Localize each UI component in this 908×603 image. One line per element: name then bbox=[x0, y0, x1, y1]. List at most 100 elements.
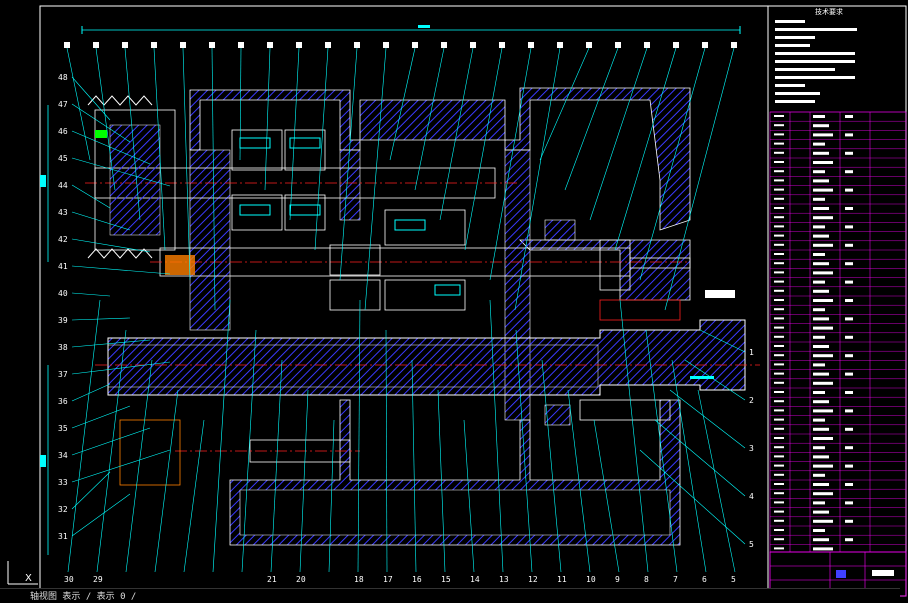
leader-line bbox=[71, 184, 111, 209]
bom-cell-text bbox=[845, 464, 853, 468]
leader-line bbox=[71, 157, 171, 187]
bom-cell-text bbox=[774, 446, 784, 449]
leader-line bbox=[67, 299, 101, 573]
bom-cell-text bbox=[774, 391, 784, 393]
bom-cell-text bbox=[774, 161, 784, 163]
leader-line bbox=[654, 419, 746, 497]
bom-cell-text bbox=[774, 308, 784, 311]
bom-cell-text bbox=[845, 262, 853, 266]
top-part-marker bbox=[354, 42, 360, 48]
part-number-label: 43 bbox=[58, 208, 68, 217]
bom-cell-text bbox=[774, 400, 784, 403]
bom-cell-text bbox=[813, 547, 833, 551]
leader-line bbox=[95, 47, 116, 191]
bom-cell-text bbox=[813, 427, 829, 431]
bom-cell-text bbox=[774, 409, 784, 412]
bom-cell-text bbox=[845, 391, 853, 394]
part-number-label: 21 bbox=[267, 575, 277, 584]
bom-cell-text bbox=[774, 326, 784, 329]
part-number-label: 32 bbox=[58, 505, 68, 514]
bom-cell-text bbox=[774, 529, 784, 531]
bom-cell-text bbox=[813, 115, 825, 118]
bom-cell-text bbox=[813, 345, 829, 348]
bom-cell-text bbox=[774, 317, 784, 320]
top-part-marker bbox=[441, 42, 447, 48]
leader-line bbox=[154, 389, 179, 573]
leader-line bbox=[389, 47, 416, 161]
bom-cell-text bbox=[813, 510, 829, 514]
bom-cell-text bbox=[813, 446, 825, 450]
part-number-label: 5 bbox=[731, 575, 736, 584]
bom-cell-text bbox=[845, 243, 853, 247]
top-part-marker bbox=[528, 42, 534, 48]
leader-line bbox=[71, 317, 131, 321]
bom-cell-text bbox=[774, 354, 784, 357]
part-number-label: 8 bbox=[644, 575, 649, 584]
top-dimension bbox=[81, 25, 741, 34]
bom-cell-text bbox=[813, 262, 829, 266]
top-part-marker bbox=[151, 42, 157, 48]
leader-line bbox=[182, 47, 191, 281]
bom-cell-text bbox=[813, 409, 833, 413]
bom-cell-text bbox=[774, 363, 784, 366]
bom-cell-text bbox=[774, 170, 784, 173]
bom-cell-text bbox=[774, 464, 784, 467]
bom-cell-text bbox=[774, 133, 784, 136]
bom-cell-text bbox=[813, 464, 833, 468]
leader-line bbox=[671, 359, 707, 573]
leader-line bbox=[514, 47, 561, 311]
ucs-icon: X bbox=[3, 559, 43, 589]
leader-line bbox=[645, 329, 678, 573]
bom-cell-text bbox=[813, 142, 825, 146]
bom-cell-text bbox=[813, 381, 833, 385]
bom-cell-text bbox=[813, 234, 829, 238]
top-part-marker bbox=[470, 42, 476, 48]
bom-cell-text bbox=[774, 547, 784, 550]
command-line-bar[interactable]: 轴视图 表示 / 表示 0 / bbox=[0, 588, 900, 603]
bom-cell-text bbox=[845, 446, 853, 450]
bom-cell-text bbox=[813, 280, 825, 284]
top-part-marker bbox=[615, 42, 621, 48]
part-number-label: 46 bbox=[58, 127, 68, 136]
part-number-label: 34 bbox=[58, 451, 68, 460]
bom-cell-text bbox=[813, 335, 825, 339]
gear-blocks bbox=[119, 129, 681, 486]
bom-cell-text bbox=[774, 151, 784, 154]
gearbox-housing bbox=[189, 87, 691, 546]
leader-line bbox=[71, 405, 131, 429]
bom-cell-text bbox=[845, 409, 853, 413]
part-number-label: 17 bbox=[383, 575, 393, 584]
bom-cell-text bbox=[813, 372, 829, 376]
bom-cell-text bbox=[813, 363, 825, 367]
leader-line bbox=[684, 359, 746, 401]
bom-cell-text bbox=[774, 253, 784, 255]
part-number-label: 3 bbox=[749, 444, 754, 453]
leader-line bbox=[124, 47, 141, 221]
leader-line bbox=[270, 359, 283, 573]
leader-line bbox=[664, 47, 735, 311]
part-number-label: 39 bbox=[58, 316, 68, 325]
part-number-label: 5 bbox=[749, 540, 754, 549]
bom-cell-text bbox=[845, 280, 853, 284]
leader-line bbox=[241, 329, 257, 573]
bom-cell-text bbox=[813, 124, 829, 128]
leader-line bbox=[71, 238, 151, 253]
leader-line bbox=[71, 339, 151, 348]
part-number-label: 44 bbox=[58, 181, 68, 190]
leader-line bbox=[71, 361, 171, 375]
bom-cell-text bbox=[813, 271, 833, 275]
leader-line bbox=[71, 493, 131, 537]
leader-line bbox=[593, 419, 620, 573]
bom-cell-text bbox=[774, 216, 784, 219]
top-part-marker bbox=[586, 42, 592, 48]
bom-cell-text bbox=[845, 225, 853, 229]
leader-line bbox=[71, 471, 111, 510]
bom-cell-text bbox=[813, 391, 825, 394]
part-number-label: 9 bbox=[615, 575, 620, 584]
bom-frame bbox=[769, 111, 907, 553]
leader-line bbox=[589, 47, 648, 221]
part-number-label: 7 bbox=[673, 575, 678, 584]
bom-cell-text bbox=[813, 161, 833, 164]
leader-line bbox=[328, 419, 335, 573]
